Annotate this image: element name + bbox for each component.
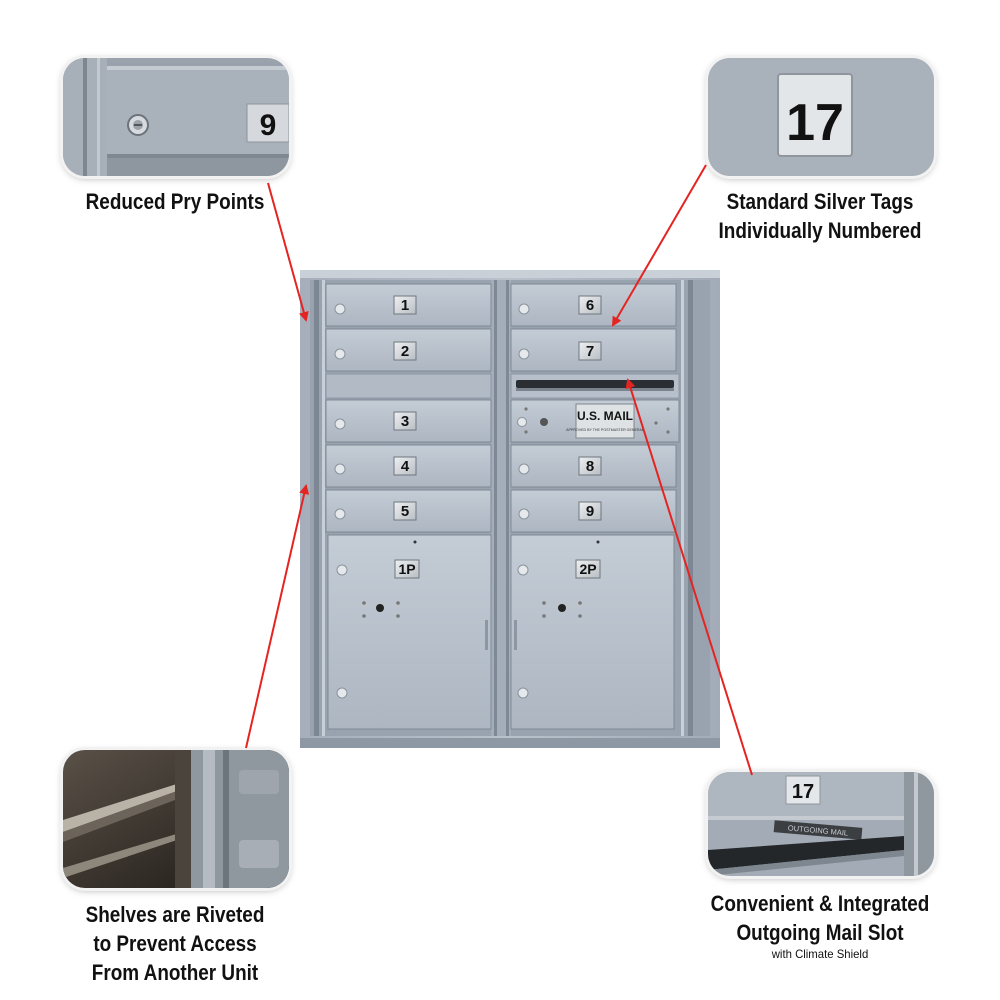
door-1[interactable]: 1 [325,283,492,327]
shelves-closeup [63,750,289,888]
door-5-number: 5 [401,503,409,520]
door-7-number: 7 [586,343,594,360]
mailbox-unit: 1 2 3 4 5 1P 6 7 U.S. MAIL APPROVED BY T… [300,270,720,748]
pry-tag-number: 9 [260,109,277,142]
caption-silver-tags: Standard Silver Tags Individually Number… [718,189,922,243]
usps-access-panel: U.S. MAIL APPROVED BY THE POSTMASTER GEN… [510,399,680,443]
door-6-number: 6 [586,297,594,314]
door-3[interactable]: 3 [325,399,492,443]
parcel-1p-label: 1P [398,561,415,577]
slot-tag-number: 17 [792,781,814,803]
door-2-number: 2 [401,343,409,360]
climate-shield-note: with Climate Shield [771,947,869,961]
door-4-number: 4 [401,458,410,475]
parcel-locker-2p[interactable]: 2P [510,534,675,730]
parcel-locker-1p[interactable]: 1P [327,534,492,730]
door-7[interactable]: 7 [510,328,677,372]
silver-tag-number: 17 [786,94,844,152]
pry-points-closeup: 9 [63,58,289,176]
lock-icon [127,114,149,136]
usps-title: U.S. MAIL [577,409,633,423]
caption-pry-points: Reduced Pry Points [85,189,265,214]
door-9[interactable]: 9 [510,489,677,533]
door-1-number: 1 [401,297,409,314]
outgoing-mail-slot[interactable] [510,373,680,399]
outgoing-slot-closeup: 17 OUTGOING MAIL [708,772,934,876]
door-8[interactable]: 8 [510,444,677,488]
door-2[interactable]: 2 [325,328,492,372]
door-6[interactable]: 6 [510,283,677,327]
door-9-number: 9 [586,503,594,520]
door-4[interactable]: 4 [325,444,492,488]
door-3-number: 3 [401,413,409,430]
caption-outgoing-slot: Convenient & Integrated Outgoing Mail Sl… [700,889,941,961]
door-8-number: 8 [586,458,594,475]
usps-small-text: APPROVED BY THE POSTMASTER GENERAL [566,428,644,432]
arrow-shelves [245,484,310,749]
silver-tag-closeup: 17 [708,58,934,176]
caption-shelves: Shelves are Riveted to Prevent Access Fr… [85,902,265,985]
parcel-2p-label: 2P [579,561,596,577]
door-5[interactable]: 5 [325,489,492,533]
